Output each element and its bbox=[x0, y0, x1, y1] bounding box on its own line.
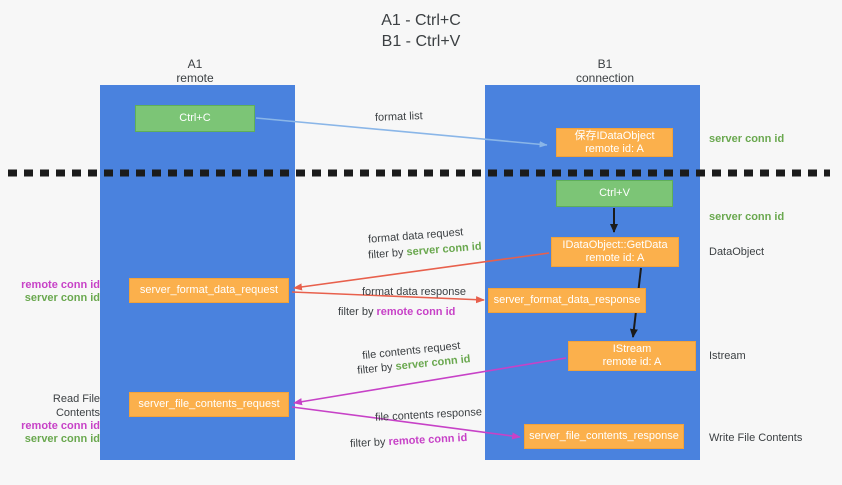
filter-value-server-conn-id: server conn id bbox=[406, 240, 483, 259]
edge-filter-file-contents-response: filter by remote conn id bbox=[350, 431, 468, 451]
annotation-server-conn-id: server conn id bbox=[24, 292, 100, 304]
node-server-file-contents-request[interactable]: server_file_contents_request bbox=[129, 392, 289, 417]
edge-label-format-list: format list bbox=[374, 110, 423, 124]
node-idataobject-getdata[interactable]: IDataObject::GetData remote id: A bbox=[551, 237, 679, 267]
node-ctrl-c[interactable]: Ctrl+C bbox=[135, 105, 255, 132]
node-ctrl-v[interactable]: Ctrl+V bbox=[556, 180, 673, 207]
node-server-file-contents-response[interactable]: server_file_contents_response bbox=[524, 424, 684, 449]
node-server-format-data-response[interactable]: server_format_data_response bbox=[488, 288, 646, 313]
annotation-read-file-contents: Read File Contents bbox=[52, 393, 100, 419]
filter-prefix: filter by bbox=[349, 436, 389, 451]
annotation-server-conn-id-mid: server conn id bbox=[709, 211, 785, 223]
filter-prefix: filter by bbox=[367, 246, 408, 262]
annotation-server-conn-id: server conn id bbox=[24, 433, 100, 445]
annotation-group-file-conn-ids: Read File Contents remote conn id server… bbox=[10, 392, 100, 446]
lane-header-a1: A1 remote bbox=[176, 57, 214, 85]
diagram-title: A1 - Ctrl+C B1 - Ctrl+V bbox=[381, 12, 461, 50]
edge-label-file-contents-response: file contents response bbox=[374, 406, 483, 424]
annotation-server-conn-id-top: server conn id bbox=[709, 133, 785, 145]
edge-label-format-data-response: format data response bbox=[362, 286, 466, 298]
filter-value-remote-conn-id: remote conn id bbox=[376, 306, 456, 318]
annotation-istream: Istream bbox=[709, 350, 746, 362]
edge-filter-format-data-response: filter by remote conn id bbox=[338, 305, 455, 319]
annotation-dataobject: DataObject bbox=[709, 246, 765, 258]
annotation-remote-conn-id: remote conn id bbox=[21, 279, 100, 291]
filter-prefix: filter by bbox=[356, 360, 397, 377]
filter-prefix: filter by bbox=[338, 306, 377, 318]
annotation-remote-conn-id: remote conn id bbox=[21, 420, 100, 432]
node-server-format-data-request[interactable]: server_format_data_request bbox=[129, 278, 289, 303]
annotation-group-format-conn-ids: remote conn id server conn id bbox=[10, 279, 100, 305]
filter-value-remote-conn-id: remote conn id bbox=[388, 431, 468, 449]
lane-header-b1: B1 connection bbox=[575, 57, 635, 85]
node-istream[interactable]: IStream remote id: A bbox=[568, 341, 696, 371]
node-save-idataobject[interactable]: 保存IDataObject remote id: A bbox=[556, 128, 673, 157]
annotation-write-file-contents: Write File Contents bbox=[709, 432, 803, 444]
